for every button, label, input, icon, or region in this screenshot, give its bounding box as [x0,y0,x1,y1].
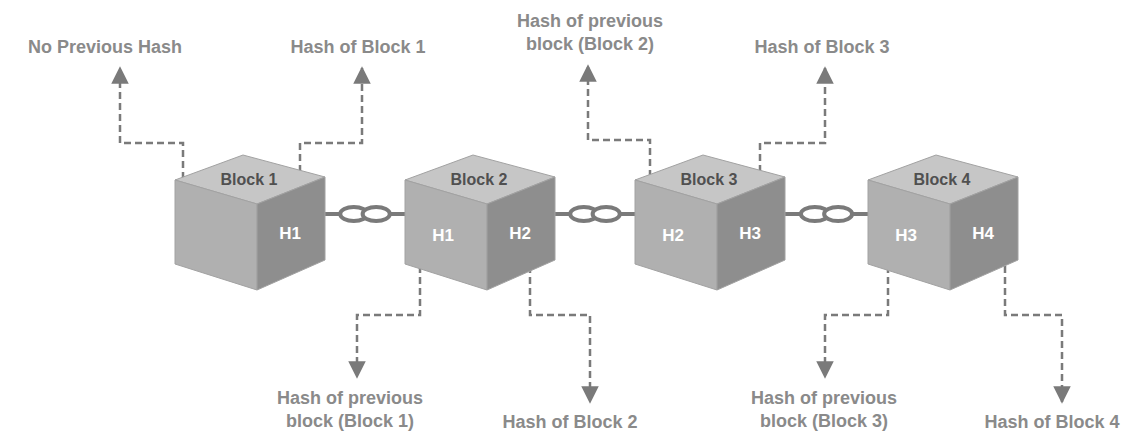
leader-line [825,255,888,377]
cube-left-face [635,180,717,290]
cube-right-face [950,177,1018,290]
block-cube: Block 3 H2 H3 [635,152,785,290]
hash-label: H1 [432,227,454,246]
block-cube: Block 4 H3 H4 [868,152,1018,290]
chain-ring [593,207,620,221]
chain-ring [363,207,390,221]
cube-left-face [175,180,257,290]
hash-caption: Hash of Block 1 [290,36,425,59]
leader-line [530,255,590,402]
hash-label: H3 [895,227,917,246]
hash-caption: No Previous Hash [28,36,182,59]
chain-link [555,207,635,221]
block-title: Block 2 [451,171,508,189]
leader-line [357,255,420,377]
cube-right-face [257,177,325,290]
hash-caption: Hash of previous block (Block 1) [260,387,440,434]
hash-label: H3 [739,225,761,244]
hash-label: H2 [509,225,531,244]
block-title: Block 1 [221,171,278,189]
cube-left-face [405,180,487,290]
hash-caption: Hash of Block 4 [984,411,1119,434]
chain-link [325,207,405,221]
block-title: Block 4 [914,171,971,189]
block-cube: Block 1 H1 [175,152,325,290]
hash-caption: Hash of previous block (Block 2) [500,10,680,57]
chain-ring [824,207,852,221]
hash-label: H1 [279,225,301,244]
hash-caption: Hash of previous block (Block 3) [734,387,914,434]
chain-link [785,207,868,221]
hash-label: H2 [662,227,684,246]
block-cube: Block 2 H1 H2 [405,152,555,290]
cube-left-face [868,180,950,290]
hash-caption: Hash of Block 2 [502,411,637,434]
cube-right-face [487,177,555,290]
hash-caption: Hash of Block 3 [754,36,889,59]
hash-label: H4 [972,225,994,244]
leader-line [1005,255,1062,402]
block-title: Block 3 [681,171,738,189]
leader-line [120,68,183,212]
cube-right-face [717,177,785,290]
